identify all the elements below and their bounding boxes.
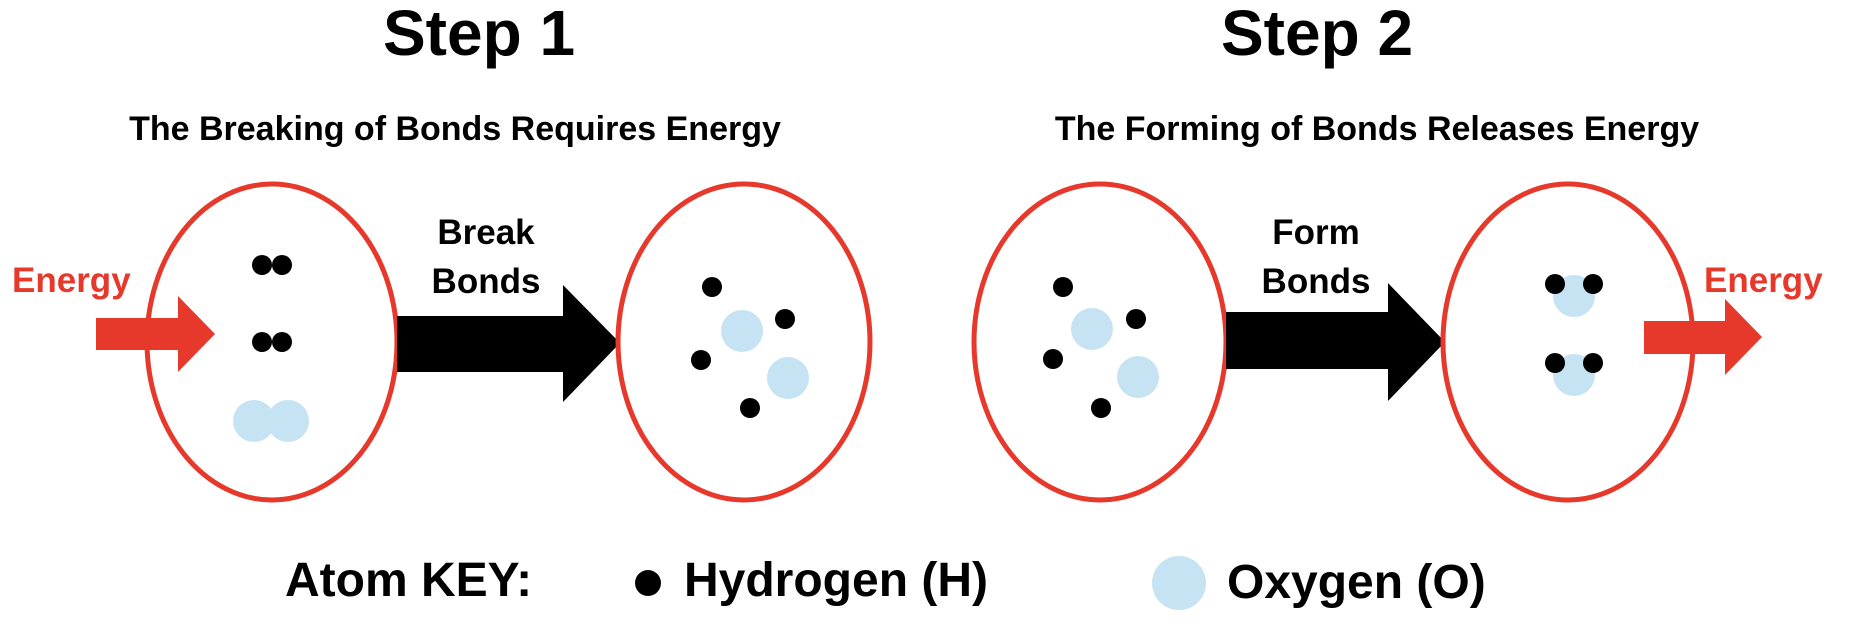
hydrogen-atom xyxy=(1126,309,1146,329)
form-bonds-label-line2: Bonds xyxy=(1262,262,1371,301)
hydrogen-atom xyxy=(272,255,292,275)
break-bonds-arrow-icon xyxy=(397,285,620,402)
hydrogen-atom xyxy=(775,309,795,329)
oxygen-atom xyxy=(767,357,809,399)
product-molecules xyxy=(1545,274,1603,396)
oxygen-atom xyxy=(721,310,763,352)
hydrogen-atom xyxy=(1545,353,1565,373)
energy-input-arrow-icon xyxy=(96,296,215,372)
hydrogen-atom xyxy=(702,277,722,297)
atom-key-label: Atom KEY: xyxy=(285,554,532,607)
form-bonds-label-line1: Form xyxy=(1272,213,1360,252)
step2-energy-label: Energy xyxy=(1704,261,1823,300)
step1-energy-label: Energy xyxy=(12,261,131,300)
hydrogen-atom xyxy=(691,350,711,370)
break-bonds-label-line1: Break xyxy=(437,213,535,252)
oxygen-key-icon xyxy=(1152,556,1206,610)
step1-title: Step 1 xyxy=(383,0,575,69)
step2-subtitle: The Forming of Bonds Releases Energy xyxy=(1055,110,1699,148)
separated-atoms xyxy=(691,277,809,418)
hydrogen-atom xyxy=(1053,277,1073,297)
oxygen-key-label: Oxygen (O) xyxy=(1227,556,1486,609)
oxygen-atom xyxy=(233,400,275,442)
energy-output-arrow-icon xyxy=(1644,299,1762,375)
break-bonds-label-line2: Bonds xyxy=(432,262,541,301)
form-bonds-arrow-icon xyxy=(1226,283,1445,401)
hydrogen-atom xyxy=(740,398,760,418)
hydrogen-key-label: Hydrogen (H) xyxy=(684,554,988,607)
step2-title: Step 2 xyxy=(1221,0,1413,69)
hydrogen-atom xyxy=(252,332,272,352)
hydrogen-atom xyxy=(272,332,292,352)
oxygen-atom xyxy=(1117,356,1159,398)
oxygen-atom xyxy=(1071,308,1113,350)
hydrogen-atom xyxy=(1091,398,1111,418)
hydrogen-atom xyxy=(1545,274,1565,294)
oxygen-atom xyxy=(267,400,309,442)
hydrogen-atom xyxy=(252,255,272,275)
hydrogen-atom xyxy=(1043,349,1063,369)
separated-atoms-ellipse xyxy=(615,181,873,503)
hydrogen-atom xyxy=(1583,353,1603,373)
hydrogen-atom xyxy=(1583,274,1603,294)
step1-subtitle: The Breaking of Bonds Requires Energy xyxy=(129,110,781,148)
hydrogen-key-icon xyxy=(635,570,661,596)
reactant-atoms xyxy=(233,255,309,442)
free-atoms xyxy=(1043,277,1159,418)
